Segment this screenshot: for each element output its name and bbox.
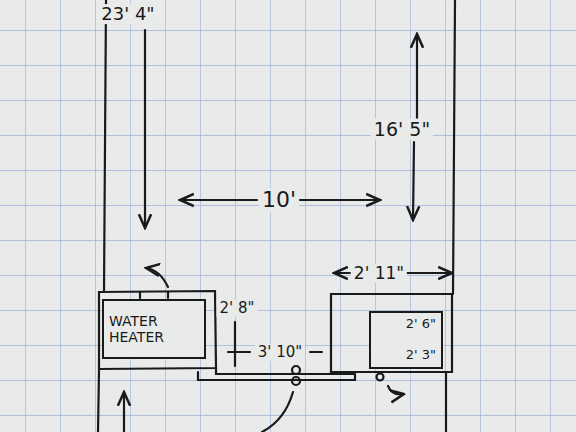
dimension-arrow bbox=[407, 272, 452, 274]
swing-arrow bbox=[146, 268, 168, 287]
dimension-line bbox=[234, 322, 236, 366]
wall bbox=[104, 0, 106, 292]
water-heater-box: WATER HEATER bbox=[102, 299, 206, 359]
dimension-line bbox=[310, 351, 322, 353]
dimension-label: 3' 10" bbox=[255, 344, 305, 361]
dimension-arrow bbox=[144, 30, 146, 228]
dimension-label: 10' bbox=[259, 188, 299, 212]
swing-arrow bbox=[388, 386, 404, 394]
closet-box: 2' 6" 2' 3" bbox=[369, 311, 443, 369]
wall bbox=[98, 370, 99, 432]
dimension-line bbox=[228, 351, 250, 353]
closet-outline bbox=[99, 291, 216, 369]
dimension-arrow bbox=[416, 34, 418, 120]
dimension-arrow bbox=[334, 272, 350, 274]
dimension-arrow bbox=[300, 199, 380, 201]
hinge bbox=[377, 374, 384, 381]
wall bbox=[445, 372, 447, 432]
dimension-label: 2' 6" bbox=[406, 317, 436, 332]
dimension-arrow bbox=[123, 392, 125, 432]
hinge bbox=[292, 377, 300, 385]
dimension-label: 16' 5" bbox=[371, 119, 433, 140]
closet-outline bbox=[331, 294, 452, 372]
dimension-label: 23' 4" bbox=[98, 4, 157, 24]
hinge bbox=[292, 366, 300, 374]
wall bbox=[198, 368, 355, 380]
dimension-label: 2' 11" bbox=[351, 264, 407, 283]
wall bbox=[453, 0, 455, 294]
dimension-label: 2' 3" bbox=[406, 348, 436, 363]
closet-marks bbox=[140, 292, 168, 298]
leader-line bbox=[262, 392, 293, 432]
box-label: WATER HEATER bbox=[109, 313, 169, 345]
dimension-label: 2' 8" bbox=[217, 300, 258, 317]
dimension-arrow bbox=[413, 142, 414, 220]
dimension-arrow bbox=[180, 199, 257, 201]
